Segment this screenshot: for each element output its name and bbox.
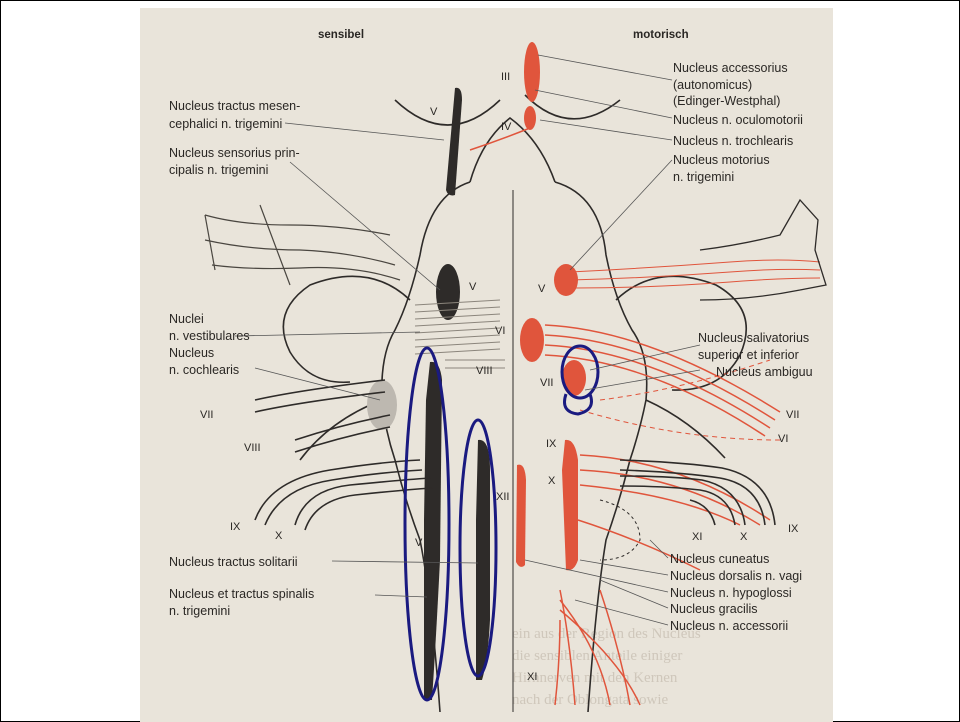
- bleed-through-text: ein aus der Region des Nucleus die sensi…: [512, 626, 701, 708]
- oculomotor-nucleus: [524, 42, 540, 102]
- trochlear-nucleus: [524, 106, 536, 130]
- numeral-v-top: V: [430, 106, 438, 118]
- numeral-xi-bottom: XI: [527, 671, 537, 683]
- label-vestibulares-1: Nuclei: [169, 312, 204, 326]
- hypoglossal-nucleus: [516, 465, 526, 567]
- numeral-x-left: X: [275, 530, 283, 542]
- abducens-nucleus: [520, 318, 544, 362]
- label-motorius-1: Nucleus motorius: [673, 153, 770, 167]
- label-accessorii: Nucleus n. accessorii: [670, 619, 788, 633]
- numeral-xi-right: XI: [692, 531, 702, 543]
- label-accessorius-auto-2: (autonomicus): [673, 78, 752, 92]
- label-dorsalis: Nucleus dorsalis n. vagi: [670, 569, 802, 583]
- ambiguus-nucleus: [562, 440, 578, 570]
- numeral-vi: VI: [495, 325, 505, 337]
- numeral-xii: XII: [496, 491, 509, 503]
- mesencephalic-nucleus: [446, 88, 462, 196]
- numeral-viii-left: VIII: [244, 442, 261, 454]
- solitary-tract-nucleus: [476, 440, 490, 680]
- label-oculomotorii: Nucleus n. oculomotorii: [673, 113, 803, 127]
- numeral-v-right: V: [538, 283, 546, 295]
- label-sensorius-2: cipalis n. trigemini: [169, 163, 268, 177]
- label-hypoglossi: Nucleus n. hypoglossi: [670, 586, 792, 600]
- label-mesencephalic-1: Nucleus tractus mesen-: [169, 99, 300, 113]
- right-nerve-outline: [700, 200, 826, 300]
- right-nerve-stumps: [620, 460, 775, 525]
- numeral-vii: VII: [540, 377, 553, 389]
- label-salivatorius-2: superior et inferior: [698, 348, 799, 362]
- numeral-viii: VIII: [476, 365, 493, 377]
- label-motorius-2: n. trigemini: [673, 170, 734, 184]
- label-sensorius-1: Nucleus sensorius prin-: [169, 146, 300, 160]
- numeral-iii: III: [501, 71, 510, 83]
- label-spinalis-1: Nucleus et tractus spinalis: [169, 587, 314, 601]
- label-gracilis: Nucleus gracilis: [670, 602, 758, 616]
- numeral-vi-right: VI: [778, 433, 788, 445]
- facial-nucleus: [562, 360, 586, 396]
- label-mesencephalic-2: cephalici n. trigemini: [169, 117, 282, 131]
- sensory-nuclei: [424, 88, 490, 700]
- spinal-trigeminal-nucleus: [424, 362, 442, 700]
- numeral-v-mid: V: [469, 281, 477, 293]
- label-accessorius-auto-1: Nucleus accessorius: [673, 61, 788, 75]
- label-accessorius-auto-3: (Edinger-Westphal): [673, 94, 780, 108]
- header-motor: motorisch: [633, 29, 689, 41]
- numeral-iv: IV: [501, 121, 512, 133]
- left-nerve-root: [205, 205, 400, 285]
- numeral-ix: IX: [546, 438, 557, 450]
- trigeminal-motor-nucleus: [554, 264, 578, 296]
- numeral-x-right: X: [740, 531, 748, 543]
- numeral-ix-right: IX: [788, 523, 799, 535]
- numeral-x: X: [548, 475, 556, 487]
- numeral-v-low: V: [415, 537, 423, 549]
- vestibular-hatching: [415, 300, 505, 368]
- label-trochlearis: Nucleus n. trochlearis: [673, 134, 793, 148]
- label-spinalis-2: n. trigemini: [169, 604, 230, 618]
- label-vestibulares-2: n. vestibulares: [169, 329, 250, 343]
- numeral-ix-left: IX: [230, 521, 241, 533]
- label-cochlearis-1: Nucleus: [169, 346, 214, 360]
- label-cochlearis-2: n. cochlearis: [169, 363, 239, 377]
- label-salivatorius-1: Nucleus salivatorius: [698, 331, 809, 345]
- header-sensory: sensibel: [318, 29, 364, 41]
- cochlear-nucleus: [367, 380, 397, 430]
- svg-text:nach der Oblongata sowie: nach der Oblongata sowie: [512, 692, 669, 708]
- motor-nuclei: [516, 42, 586, 570]
- principal-sensory-nucleus: [436, 264, 460, 320]
- label-solitarii: Nucleus tractus solitarii: [169, 555, 298, 569]
- numeral-vii-right: VII: [786, 409, 799, 421]
- numeral-vii-left: VII: [200, 409, 213, 421]
- label-cuneatus: Nucleus cuneatus: [670, 552, 769, 566]
- label-ambiguus: Nucleus ambiguu: [716, 365, 813, 379]
